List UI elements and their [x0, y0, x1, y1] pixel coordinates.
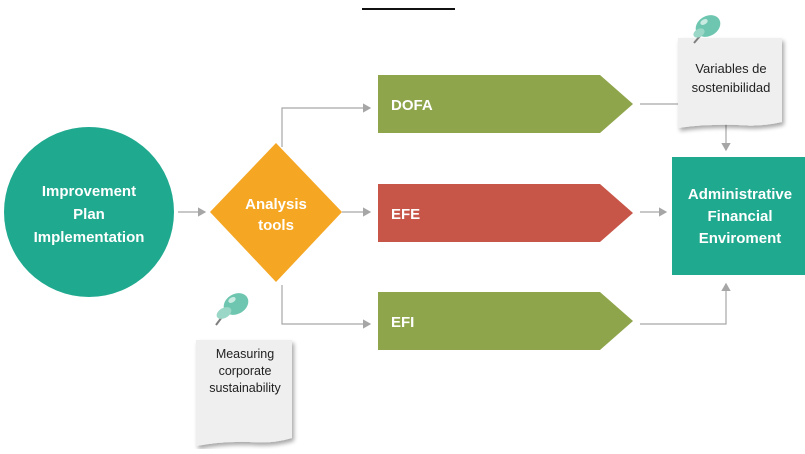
tool-efi-shape: [378, 292, 633, 350]
start-label-line-2: Plan: [73, 206, 105, 223]
result-label-line-3: Enviroment: [699, 230, 782, 247]
tool-efe: EFE: [378, 184, 633, 242]
note-bottom-line-1: Measuring: [216, 347, 274, 361]
note-top: Variables de sostenibilidad: [678, 15, 782, 128]
note-top-line-1: Variables de: [695, 61, 766, 76]
pushpin-icon: [693, 15, 721, 44]
pushpin-icon: [215, 293, 249, 326]
result-node: Administrative Financial Enviroment: [672, 157, 805, 275]
connector-decision-to-efi: [281, 285, 372, 329]
start-label-line-3: Implementation: [34, 229, 145, 246]
tool-efi-label: EFI: [391, 314, 414, 331]
start-label-line-1: Improvement: [42, 183, 136, 200]
tool-efi: EFI: [378, 292, 633, 350]
tool-efe-shape: [378, 184, 633, 242]
decision-label-line-1: Analysis: [245, 196, 307, 213]
start-node: Improvement Plan Implementation: [4, 127, 174, 297]
decision-label-line-2: tools: [258, 217, 294, 234]
result-box: [672, 157, 805, 275]
tool-dofa-shape: [378, 75, 633, 133]
tool-dofa-label: DOFA: [391, 97, 433, 114]
decision-node: Analysis tools: [210, 143, 342, 282]
start-circle: [4, 127, 174, 297]
decision-diamond: [210, 143, 342, 282]
connector-decision-to-dofa: [281, 103, 372, 147]
tool-efe-label: EFE: [391, 206, 420, 223]
tool-dofa: DOFA: [378, 75, 633, 133]
result-label-line-1: Administrative: [688, 186, 792, 203]
note-bottom-line-2: corporate: [219, 364, 272, 378]
result-label-line-2: Financial: [707, 208, 772, 225]
note-top-paper: [678, 38, 782, 128]
note-top-line-2: sostenibilidad: [692, 80, 771, 95]
note-bottom-paper: [196, 340, 292, 446]
note-bottom-line-3: sustainability: [209, 381, 281, 395]
connector-efi-to-result: [640, 282, 731, 325]
note-bottom: Measuring corporate sustainability: [196, 293, 292, 446]
